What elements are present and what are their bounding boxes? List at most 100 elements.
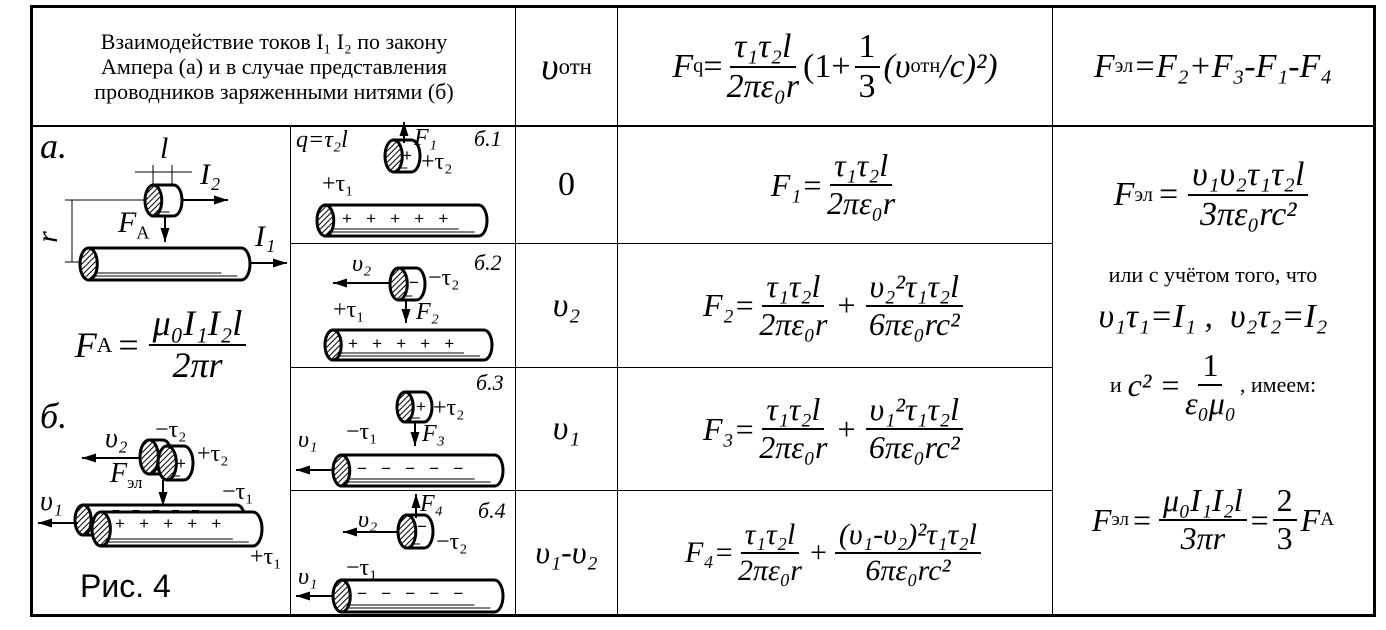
force-f1-arrow-head <box>399 122 409 136</box>
cylinder-end-hatched <box>383 138 404 174</box>
label-tau1: −τ₁ <box>346 555 378 581</box>
velocity-v2-arrow-head <box>333 278 347 288</box>
header-line: проводников заряженными нитями (б) <box>94 79 454 105</box>
label-a: а. <box>40 126 67 166</box>
conductor-cylinder <box>99 510 264 548</box>
numerator: υ₁υ₂τ₁τ₂l <box>1188 157 1309 196</box>
label-v2: υ₂ <box>358 507 378 533</box>
denominator: 3πε₀rc² <box>1200 196 1297 233</box>
label-fa: FA <box>118 208 149 242</box>
signs: + + + + + <box>342 209 449 228</box>
plus: + <box>837 287 856 323</box>
label-v1: υ₁ <box>298 564 318 590</box>
lhs: F₂= <box>703 287 756 323</box>
label-v2: υ₂ <box>352 251 372 277</box>
paren: /c)²) <box>940 47 998 85</box>
sub: эл <box>1111 509 1129 530</box>
cylinder-end-hatched <box>315 203 336 238</box>
label-force: F₄ <box>420 491 444 517</box>
denominator: 6πε₀rc² <box>868 305 960 342</box>
divider <box>290 490 1052 491</box>
sub: отн <box>910 55 941 77</box>
force-f3-arrow-head <box>410 432 420 446</box>
eq: = <box>1132 501 1151 538</box>
signs: − − − − − <box>357 459 464 478</box>
v-symbol: υ <box>541 45 559 88</box>
cylinder-end-hatched <box>331 453 352 488</box>
divider <box>617 5 618 617</box>
divider <box>290 125 291 617</box>
numerator: 1 <box>854 29 880 68</box>
sub: A <box>96 332 113 357</box>
header-line: Взаимодействие токов I₁ I₂ по закону <box>100 28 448 54</box>
numerator: 2 <box>1272 484 1297 521</box>
v-rel-value: 0 <box>558 166 575 203</box>
sub: эл <box>127 472 143 492</box>
label-tau1: +τ₁ <box>322 171 354 197</box>
figure-caption: Рис. 4 <box>80 568 171 604</box>
denominator: 6πε₀rc² <box>865 553 951 587</box>
divider <box>290 243 1052 244</box>
small-sign: − <box>417 517 427 536</box>
velocity-v1-arrow-head <box>38 518 52 528</box>
label-force: F₁ <box>414 125 438 151</box>
numerator: τ₁τ₂l <box>730 29 796 68</box>
lhs: F₄= <box>685 535 735 569</box>
lhs: F <box>1091 501 1112 538</box>
cylinder-end-hatched <box>388 266 409 302</box>
fel-lhs: F <box>1093 47 1115 85</box>
cylinder-end-hatched <box>78 246 99 282</box>
numerator: τ₁τ₂l <box>740 519 800 554</box>
fel-symbol: F <box>110 458 128 489</box>
small-sign: + <box>402 146 412 165</box>
header-line: Ампера (а) и в случае представления <box>101 53 447 79</box>
small-plus: + <box>176 454 186 473</box>
sub: эл <box>1134 183 1153 206</box>
denominator: ε₀μ₀ <box>1184 385 1236 421</box>
label-plus-tau2: +τ₂ <box>197 441 229 467</box>
table-border <box>30 5 1376 617</box>
numerator: υ₁²τ₁τ₂l <box>865 393 963 430</box>
eq: = <box>1158 176 1179 213</box>
eq: = <box>1250 501 1269 538</box>
conductor-cylinder <box>339 453 505 488</box>
relations: υ₁τ₁=I₁ , υ₂τ₂=I₂ <box>1098 298 1328 335</box>
label-tau2: −τ₂ <box>428 265 460 291</box>
denominator: 3πr <box>1180 520 1226 556</box>
numerator: (υ₁-υ₂)²τ₁τ₂l <box>834 519 981 554</box>
force-f2-arrow-head <box>401 309 411 323</box>
label-v2: υ₂ <box>105 423 128 454</box>
plus: + <box>810 535 827 569</box>
velocity-v2-arrow-head <box>343 527 357 537</box>
label-q: q=τ₂l <box>296 127 348 153</box>
lhs: c² = <box>1127 366 1181 403</box>
suffix: , имеем: <box>1239 372 1317 397</box>
conductor-cylinder <box>340 578 505 614</box>
label-case: б.3 <box>476 370 504 395</box>
signs: − − − − − <box>357 584 464 603</box>
label-minus-tau1: −τ₁ <box>222 479 254 505</box>
minus-signs: − − − − − <box>112 502 200 518</box>
divider <box>290 367 1052 368</box>
numerator: τ₁τ₂l <box>762 393 825 430</box>
numerator: τ₁τ₂l <box>762 269 825 307</box>
v-rel-value: υ₁ <box>552 410 581 447</box>
fel-rhs: =F₂+F₃-F₁-F₄ <box>1133 47 1333 85</box>
label-r: r <box>30 231 64 243</box>
